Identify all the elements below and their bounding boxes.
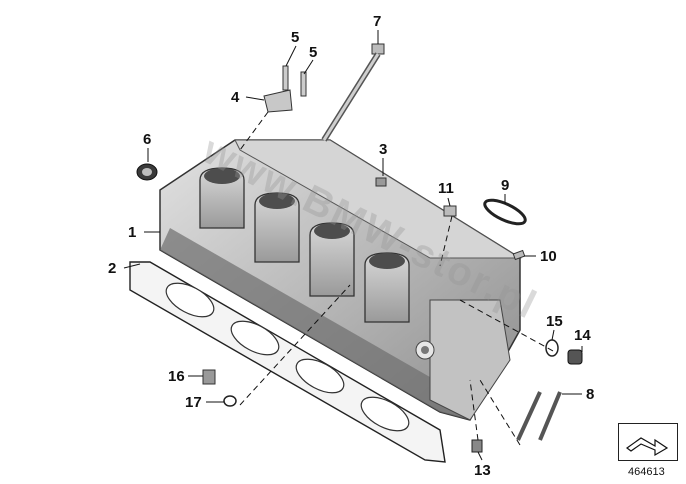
plug-3 [375,177,387,187]
callout-6: 6 [143,131,152,148]
screw-11 [443,205,457,217]
seal-6 [136,163,158,181]
washer-17 [223,395,237,407]
dashed-assembly-lines [239,111,556,446]
callout-17: 17 [185,394,202,411]
callout-5-left: 5 [291,29,300,46]
callout-11: 11 [438,180,454,197]
callout-5-right: 5 [309,44,318,61]
seal-ring-9 [483,198,527,226]
leader-lines [123,30,583,461]
head-gasket [129,261,446,463]
bolts-8 [516,391,562,441]
bracket-4 [263,89,293,113]
reference-arrow-box [618,423,678,461]
sleeve-13 [471,439,483,453]
stud-16 [202,369,216,385]
callout-13: 13 [474,462,491,479]
callout-2: 2 [108,260,117,277]
studs-5 [282,65,307,97]
callout-4: 4 [231,89,240,106]
bolt-7 [321,43,385,142]
pin-10 [512,249,526,261]
direction-arrow-icon [625,437,669,457]
callout-8: 8 [586,386,595,403]
callout-10: 10 [540,248,557,265]
callout-16: 16 [168,368,185,385]
callout-1: 1 [128,224,137,241]
callout-7: 7 [373,13,382,30]
plug-14 [567,349,583,365]
diagram-reference-number: 464613 [628,466,665,478]
callout-15: 15 [546,313,563,330]
callout-9: 9 [501,177,510,194]
callout-3: 3 [379,141,388,158]
cylinder-head [159,139,522,421]
callout-14: 14 [574,327,591,344]
